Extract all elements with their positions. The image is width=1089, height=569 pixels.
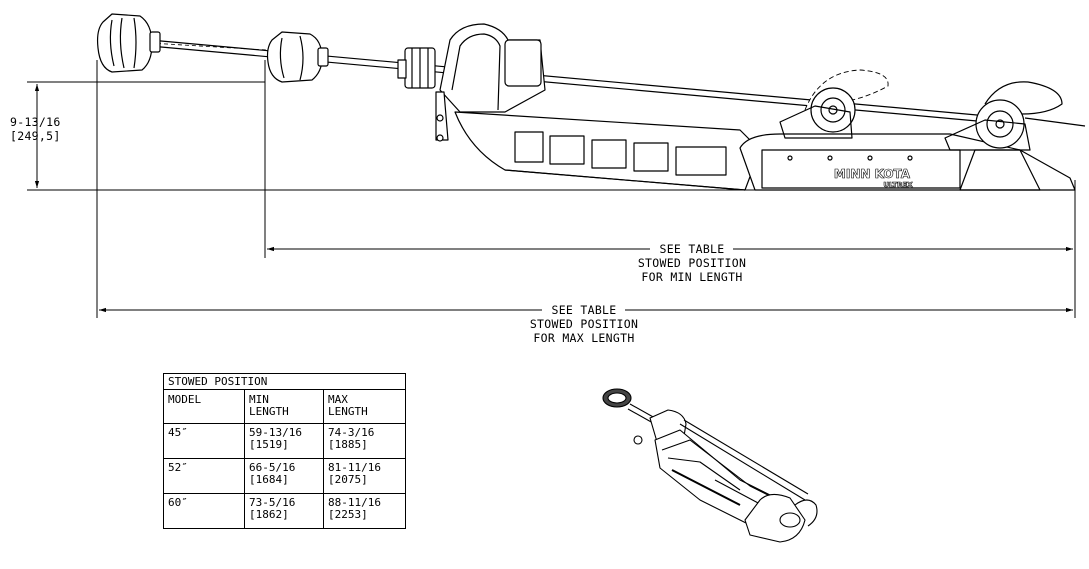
max-length-line2: STOWED POSITION [530, 317, 638, 331]
mount-rail [454, 111, 761, 191]
table-row: 60″ 73-5/16 [1862] 88-11/16 [2253] [163, 493, 406, 529]
row-min-value: 59-13/16 [249, 426, 302, 439]
brand-name: MINN KOTA [834, 167, 911, 181]
header-min-length: MIN LENGTH [244, 389, 324, 424]
row-max-value: 88-11/16 [328, 496, 381, 509]
row-min: 59-13/16 [1519] [244, 423, 324, 459]
row-max-value: 81-11/16 [328, 461, 381, 474]
row-min-value: 66-5/16 [249, 461, 296, 474]
row-max: 74-3/16 [1885] [323, 423, 406, 459]
header-max-line1: MAX [328, 393, 348, 406]
mount-base [739, 133, 1076, 191]
max-length-line1: SEE TABLE [551, 303, 616, 317]
min-length-line2: STOWED POSITION [638, 256, 746, 270]
height-metric: [249,5] [10, 129, 61, 143]
motor-side-view [96, 13, 1086, 191]
motor-isometric-view [602, 388, 818, 543]
row-min-metric: [1862] [249, 508, 289, 521]
min-length-line3: FOR MIN LENGTH [641, 270, 742, 284]
table-row: 45″ 59-13/16 [1519] 74-3/16 [1885] [163, 423, 406, 459]
row-min: 66-5/16 [1684] [244, 458, 324, 494]
row-min-value: 73-5/16 [249, 496, 296, 509]
stow-wheel-phantom [779, 87, 856, 139]
row-max-metric: [1885] [328, 438, 368, 451]
header-min-line1: MIN [249, 393, 269, 406]
table-row: 52″ 66-5/16 [1684] 81-11/16 [2075] [163, 458, 406, 494]
row-max-metric: [2075] [328, 473, 368, 486]
header-model: MODEL [163, 389, 245, 424]
table-title: STOWED POSITION [163, 373, 406, 390]
motor-head-max [96, 13, 161, 73]
row-min: 73-5/16 [1862] [244, 493, 324, 529]
header-min-line2: LENGTH [249, 405, 289, 418]
stowed-position-table: STOWED POSITION MODEL MIN LENGTH MAX LEN… [163, 373, 406, 529]
shaft-collar [397, 47, 436, 89]
header-max-length: MAX LENGTH [323, 389, 406, 424]
control-head [435, 23, 546, 142]
row-max-value: 74-3/16 [328, 426, 375, 439]
row-max: 81-11/16 [2075] [323, 458, 406, 494]
row-min-metric: [1519] [249, 438, 289, 451]
row-model: 45″ [163, 423, 245, 459]
row-max: 88-11/16 [2253] [323, 493, 406, 529]
min-length-line1: SEE TABLE [659, 242, 724, 256]
row-model: 52″ [163, 458, 245, 494]
header-max-line2: LENGTH [328, 405, 368, 418]
extension-lines [96, 60, 1076, 318]
brand-model: ULTREX [883, 181, 913, 189]
row-max-metric: [2253] [328, 508, 368, 521]
stow-arm-active [944, 81, 1063, 151]
row-model: 60″ [163, 493, 245, 529]
motor-head-min [266, 31, 329, 83]
max-length-line3: FOR MAX LENGTH [533, 331, 634, 345]
height-value: 9-13/16 [10, 115, 61, 129]
row-min-metric: [1684] [249, 473, 289, 486]
